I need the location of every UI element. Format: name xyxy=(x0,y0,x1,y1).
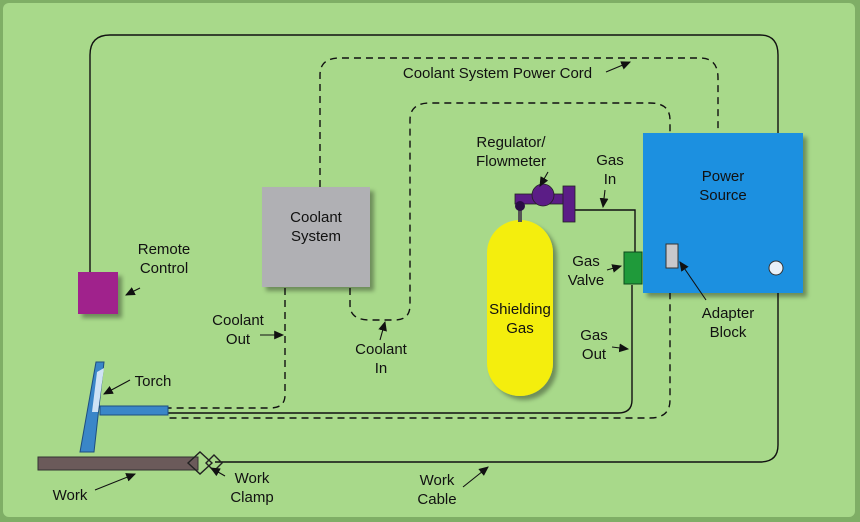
gas-in-label: Gas In xyxy=(596,152,624,188)
work-cable-label: Work Cable xyxy=(417,472,457,508)
coolant-in-label: Coolant In xyxy=(355,341,407,377)
regulator-flowmeter xyxy=(514,183,576,223)
work-terminal xyxy=(768,260,784,276)
cylinder-valve-stem xyxy=(518,210,522,222)
work-clamp-label: Work Clamp xyxy=(230,470,274,506)
coolant-power-cord-label: Coolant System Power Cord xyxy=(402,65,593,82)
gas-in-hose xyxy=(575,209,636,252)
adapter-block xyxy=(665,243,679,269)
work-cable-line xyxy=(215,270,779,463)
remote-control-cable xyxy=(89,34,779,272)
work-piece xyxy=(37,456,199,471)
gas-out-label: Gas Out xyxy=(580,327,608,363)
torch xyxy=(79,361,169,453)
gas-out-hose xyxy=(168,285,633,414)
shielding-gas-label: Shielding Gas xyxy=(489,301,551,337)
remote-control-box xyxy=(78,272,118,314)
coolant-in-hose xyxy=(168,102,671,419)
work-label: Work xyxy=(52,487,88,504)
adapter-block-label: Adapter Block xyxy=(701,305,755,341)
remote-control-label: Remote Control xyxy=(137,241,191,277)
regulator-flowmeter-label: Regulator/ Flowmeter xyxy=(475,134,546,170)
torch-label: Torch xyxy=(134,373,172,390)
coolant-out-label: Coolant Out xyxy=(212,312,264,348)
background-panel xyxy=(3,3,855,517)
coolant-system-box xyxy=(262,187,370,287)
gas-valve xyxy=(623,251,643,285)
power-source-label: Power Source xyxy=(699,168,747,204)
shielding-gas-cylinder xyxy=(487,220,553,396)
gas-valve-label: Gas Valve xyxy=(567,253,605,289)
coolant-system-label: Coolant System xyxy=(290,209,342,245)
